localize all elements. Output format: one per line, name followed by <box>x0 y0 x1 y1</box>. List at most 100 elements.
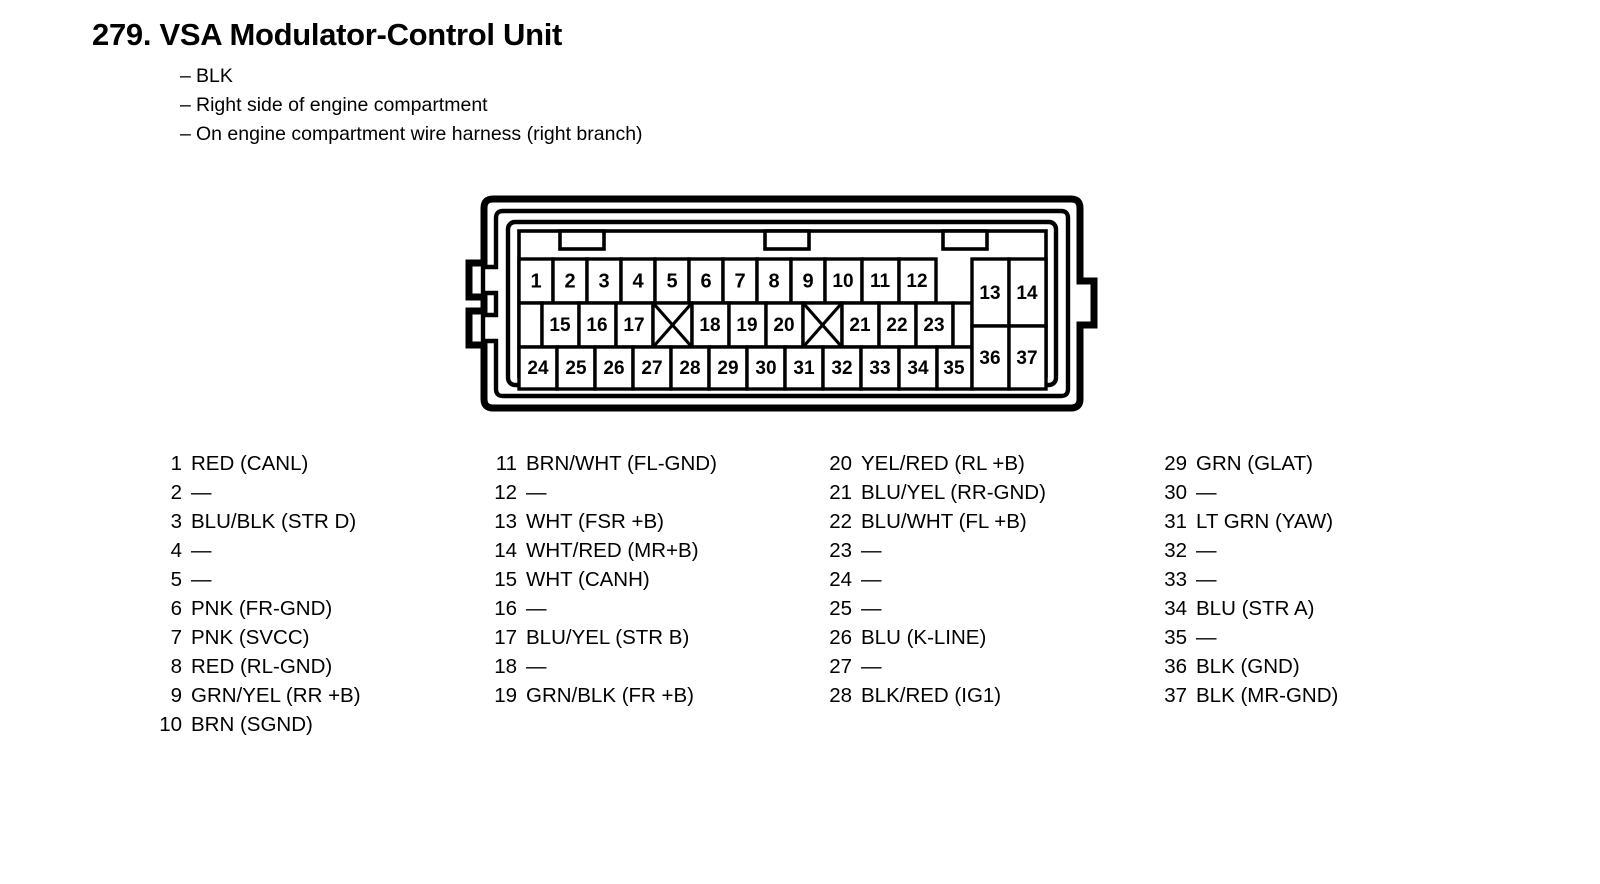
pin-description: LT GRN (YAW) <box>1196 510 1334 533</box>
pin-cell-label: 26 <box>603 358 624 379</box>
pin-description: — <box>191 539 212 562</box>
pin-cell-10[interactable] <box>823 257 864 305</box>
pin-legend-row: 32 — <box>1157 539 1492 568</box>
subtitle-text: On engine compartment wire harness (righ… <box>196 123 643 146</box>
pin-number: 8 <box>170 655 182 678</box>
pin-legend-row: 1 RED (CANL) <box>152 452 487 481</box>
subtitle-text: Right side of engine compartment <box>196 94 488 117</box>
pin-cell-label: 23 <box>923 315 944 336</box>
pin-legend-row: 23— <box>822 539 1157 568</box>
keyway-notch-icon <box>763 229 811 251</box>
pin-cell-26[interactable] <box>593 345 635 391</box>
pin-number: 25 <box>829 597 852 620</box>
pin-cell-label: 25 <box>565 358 587 379</box>
pin-number: 19 <box>494 684 517 707</box>
pin-number: 26 <box>829 626 852 649</box>
pin-cell-37[interactable] <box>1007 324 1048 391</box>
pin-legend-row: 24— <box>822 568 1157 597</box>
pin-description: — <box>1196 539 1217 562</box>
pin-cell-label: 18 <box>699 315 720 336</box>
pin-cell-label: 9 <box>802 270 813 292</box>
pin-number: 17 <box>494 626 517 649</box>
pin-description: BLU/WHT (FL +B) <box>861 510 1027 533</box>
pin-description: — <box>1196 626 1217 649</box>
pin-legend-row: 30— <box>1157 481 1492 510</box>
pin-number: 23 <box>829 539 852 562</box>
pin-number: 2 <box>170 481 182 504</box>
pin-cell-36[interactable] <box>970 324 1011 391</box>
pin-cell-label: 19 <box>736 315 757 336</box>
subtitle-line: –BLK <box>180 62 1092 91</box>
pin-legend-row: 27— <box>822 655 1157 684</box>
header-block: 279. VSA Modulator-Control Unit –BLK –Ri… <box>92 17 1092 149</box>
pin-cell-34[interactable] <box>897 345 939 391</box>
pin-cell-35[interactable] <box>935 345 974 391</box>
pin-cell-32[interactable] <box>821 345 863 391</box>
pin-description: GRN/YEL (RR +B) <box>191 684 361 707</box>
pin-cell-blank-left <box>517 301 544 349</box>
pin-cell-label: 8 <box>768 270 779 292</box>
page-title: 279. VSA Modulator-Control Unit <box>92 17 563 52</box>
pin-cell-label: 34 <box>907 358 929 379</box>
pin-number: 35 <box>1164 626 1187 649</box>
pin-description: GRN/BLK (FR +B) <box>526 684 695 707</box>
pin-number: 1 <box>170 452 182 475</box>
pin-cell-blank-right <box>951 301 974 349</box>
pin-number: 3 <box>170 510 182 533</box>
pin-number: 32 <box>1164 539 1187 562</box>
pin-description: BLK/RED (IG1) <box>861 684 1002 707</box>
pin-row-bottom: 24 25 26 27 28 29 30 31 32 33 34 35 <box>517 345 974 391</box>
bullet-dash: – <box>180 94 191 117</box>
pin-cell-label: 13 <box>979 283 1000 304</box>
keyway-notch-icon <box>558 229 606 251</box>
pin-cell-19[interactable] <box>727 301 768 349</box>
connector-svg: 1 2 3 4 5 6 7 8 9 10 11 12 <box>465 195 1098 412</box>
pin-number: 24 <box>829 568 852 591</box>
pin-description: BLU (STR A) <box>1196 597 1315 620</box>
pin-number: 18 <box>494 655 517 678</box>
pin-legend-row: 18— <box>487 655 822 684</box>
pin-number: 13 <box>494 510 517 533</box>
pin-number: 20 <box>829 452 852 475</box>
pin-cell-label: 6 <box>700 270 711 292</box>
pin-cell-21[interactable] <box>840 301 881 349</box>
pin-description: WHT (FSR +B) <box>526 510 664 533</box>
pin-cell-label: 16 <box>586 315 607 336</box>
pin-cell-label: 17 <box>623 315 644 336</box>
pin-number: 22 <box>829 510 852 533</box>
pin-cell-label: 33 <box>869 358 890 379</box>
pin-description: BRN (SGND) <box>191 713 313 736</box>
pin-cell-18[interactable] <box>690 301 731 349</box>
connector-middle-shell <box>480 208 1071 399</box>
pin-legend-row: 19 GRN/BLK (FR +B) <box>487 684 822 713</box>
pin-cell-label: 21 <box>849 315 871 336</box>
pin-number: 5 <box>170 568 182 591</box>
pin-number: 33 <box>1164 568 1187 591</box>
subtitle-text: BLK <box>196 65 233 88</box>
pin-row-top: 1 2 3 4 5 6 7 8 9 10 11 12 <box>517 257 938 305</box>
pin-description: RED (CANL) <box>191 452 309 475</box>
pin-cell-label: 10 <box>832 271 853 292</box>
pin-legend-row: 16— <box>487 597 822 626</box>
pin-number: 31 <box>1164 510 1187 533</box>
pin-cell-label: 1 <box>530 270 541 292</box>
pin-cell-label: 36 <box>979 348 1000 369</box>
pin-description: YEL/RED (RL +B) <box>861 452 1025 475</box>
pin-cell-label: 3 <box>598 270 609 292</box>
pin-cell-29[interactable] <box>707 345 749 391</box>
pin-description: WHT (CANH) <box>526 568 650 591</box>
pin-cell-label: 29 <box>717 358 738 379</box>
pin-description: — <box>861 655 882 678</box>
pin-number: 37 <box>1164 684 1187 707</box>
pin-legend-row: 2— <box>152 481 487 510</box>
pin-number: 4 <box>170 539 182 562</box>
subtitle-list: –BLK –Right side of engine compartment –… <box>92 62 1092 149</box>
